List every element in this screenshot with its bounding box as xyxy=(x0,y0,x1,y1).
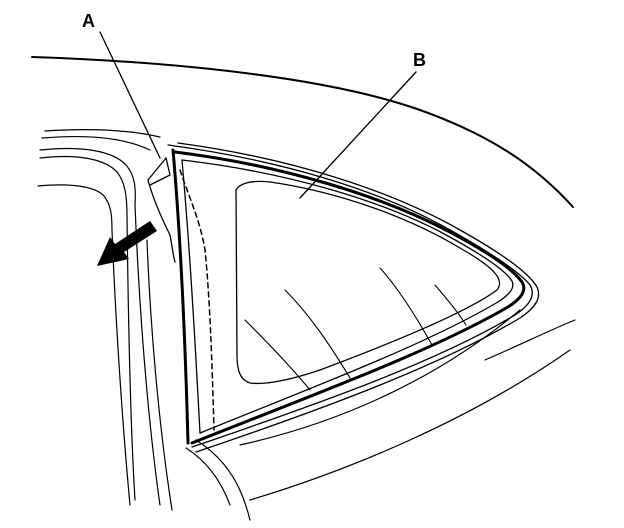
arrow-down-left-icon xyxy=(97,221,157,266)
glass-front-edge xyxy=(171,148,190,445)
door-frame-lines xyxy=(37,129,173,511)
label-a-leader xyxy=(99,31,161,159)
clip-tab-part xyxy=(147,157,176,263)
body-lower-lines xyxy=(185,309,576,521)
glass-front-edge-inner xyxy=(181,159,201,434)
hidden-edge-dashed xyxy=(179,169,215,431)
glass-reflection-lines xyxy=(244,267,467,391)
label-a: A xyxy=(82,11,95,31)
roof-line xyxy=(31,56,574,208)
glass-inner-panel xyxy=(235,180,501,385)
label-b-leader xyxy=(299,71,417,199)
quarter-glass-moulding xyxy=(167,142,540,453)
clip-tab-edge xyxy=(149,157,171,186)
label-b: B xyxy=(413,50,426,70)
